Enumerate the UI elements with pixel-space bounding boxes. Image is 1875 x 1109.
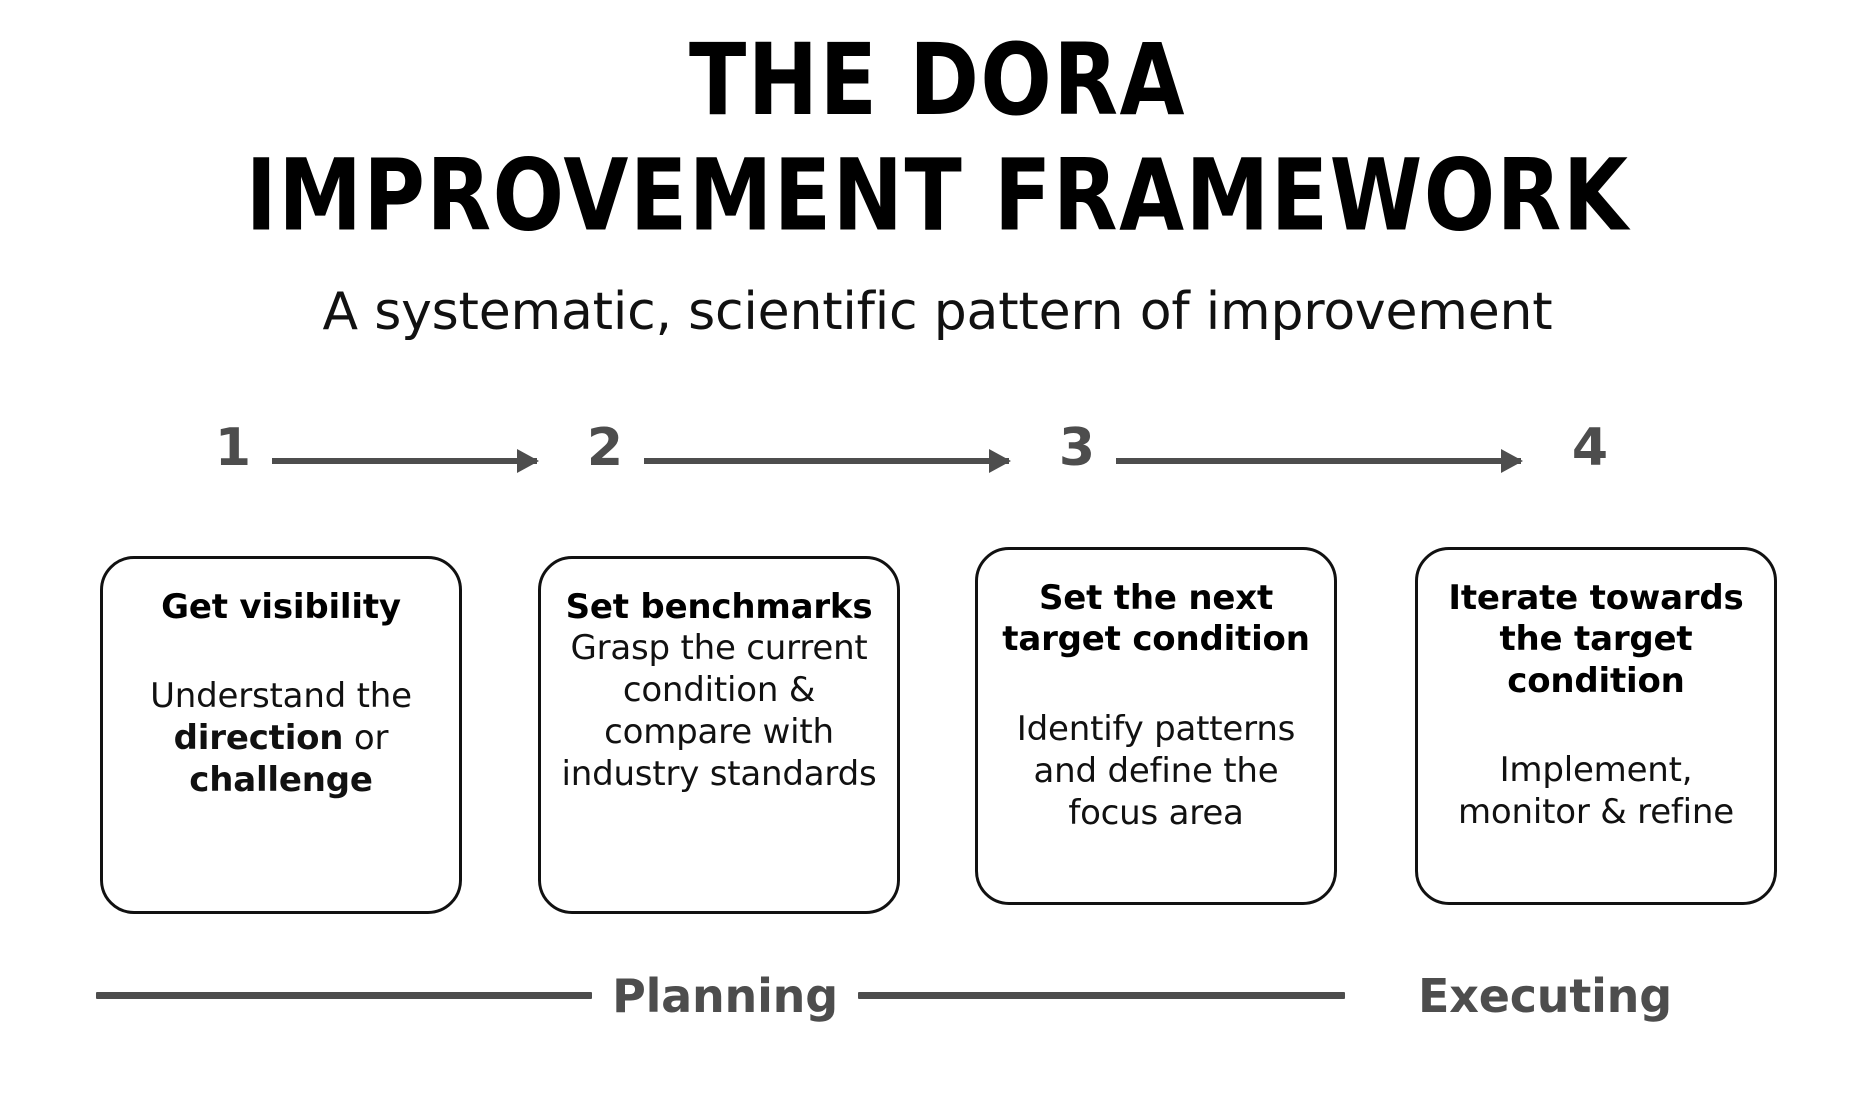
arrow-shaft [1116, 458, 1521, 464]
phase-line-left [96, 992, 592, 999]
body-text-bold-direction: direction [173, 718, 344, 759]
arrow-head-icon [517, 449, 539, 473]
step-number-1: 1 [214, 418, 252, 478]
body-text-mid: or [343, 718, 389, 759]
step-number-2: 2 [586, 418, 624, 478]
phase-label-executing: Executing [1418, 969, 1672, 1023]
page-header: THE DORA IMPROVEMENT FRAMEWORK A systema… [0, 22, 1875, 343]
arrow-step-3-to-4 [1116, 449, 1523, 473]
body-text-prefix: Understand the [150, 676, 412, 717]
arrow-shaft [644, 458, 1009, 464]
step-card-3-title: Set the next target condition [1002, 578, 1310, 660]
phase-bar: Planning Executing [0, 968, 1875, 1038]
step-number-4: 4 [1571, 418, 1609, 478]
phase-label-planning: Planning [612, 969, 838, 1023]
step-card-4-title: Iterate towards the target condition [1448, 578, 1744, 701]
arrow-head-icon [989, 449, 1011, 473]
step-card-3[interactable]: Set the next target condition Identify p… [975, 547, 1337, 905]
page-title: THE DORA IMPROVEMENT FRAMEWORK [245, 22, 1630, 254]
step-card-1[interactable]: Get visibility Understand the direction … [100, 556, 462, 914]
arrow-head-icon [1501, 449, 1523, 473]
step-card-2-title: Set benchmarks [565, 587, 873, 627]
arrow-step-2-to-3 [644, 449, 1011, 473]
step-card-3-body: Identify patterns and define the focus a… [1016, 708, 1296, 833]
page-subtitle: A systematic, scientific pattern of impr… [322, 281, 1553, 342]
step-card-4[interactable]: Iterate towards the target condition Imp… [1415, 547, 1777, 905]
phase-line-right [858, 992, 1345, 999]
step-card-1-body: Understand the direction or challenge [121, 676, 441, 801]
step-card-1-title: Get visibility [161, 587, 401, 627]
step-card-2-body: Grasp the current condition & compare wi… [561, 628, 877, 794]
step-sequence: 1 2 3 4 [0, 418, 1875, 486]
arrow-shaft [272, 458, 537, 464]
body-text-bold-challenge: challenge [189, 760, 373, 801]
step-card-4-body: Implement, monitor & refine [1458, 750, 1734, 833]
step-card-2[interactable]: Set benchmarks Grasp the current conditi… [538, 556, 900, 914]
arrow-step-1-to-2 [272, 449, 539, 473]
step-number-3: 3 [1058, 418, 1096, 478]
